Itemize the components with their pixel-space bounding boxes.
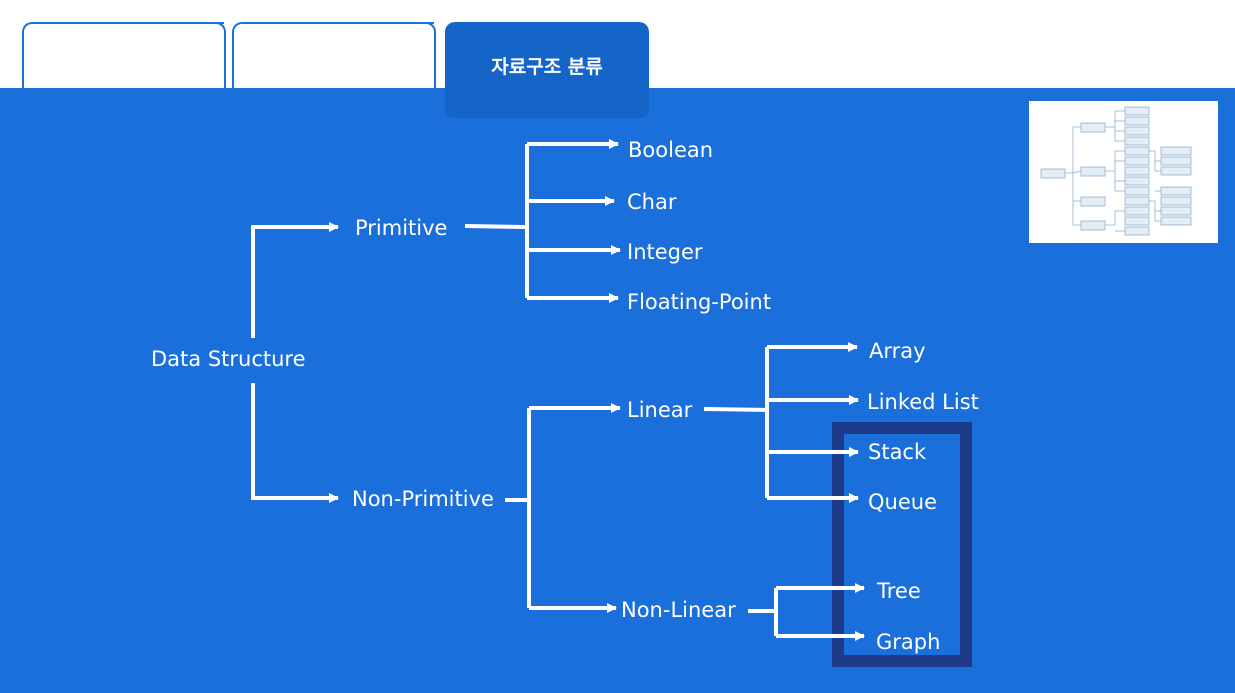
thumbnail-image bbox=[1040, 106, 1192, 236]
node-integer: Integer bbox=[627, 240, 703, 264]
edge-primitive-stem bbox=[464, 224, 528, 229]
node-non-primitive: Non-Primitive bbox=[352, 487, 494, 511]
node-linear: Linear bbox=[627, 398, 693, 422]
tab-notch bbox=[104, 22, 224, 38]
node-stack: Stack bbox=[868, 440, 927, 464]
node-graph: Graph bbox=[876, 630, 940, 654]
node-data-structure: Data Structure bbox=[151, 347, 306, 371]
node-boolean: Boolean bbox=[628, 138, 713, 162]
node-tree: Tree bbox=[876, 579, 921, 603]
node-floating-point: Floating-Point bbox=[627, 290, 771, 314]
node-char: Char bbox=[627, 190, 677, 214]
node-non-linear: Non-Linear bbox=[621, 598, 736, 622]
node-primitive: Primitive bbox=[355, 216, 447, 240]
edge-root-non-primitive bbox=[251, 383, 339, 503]
highlight-box bbox=[832, 422, 972, 667]
node-queue: Queue bbox=[868, 490, 937, 514]
node-array: Array bbox=[869, 339, 926, 363]
tab-label: 자료구조 분류 bbox=[491, 56, 603, 78]
tab-bar: 자료구조 분류 bbox=[0, 0, 1235, 118]
tab-2[interactable] bbox=[232, 22, 436, 90]
tab-1[interactable] bbox=[22, 22, 226, 90]
edge-linear-stem bbox=[703, 407, 768, 412]
tab-data-structure-classification[interactable]: 자료구조 분류 bbox=[445, 22, 649, 118]
connector-lines bbox=[251, 139, 865, 641]
diagram-thumbnail bbox=[1029, 101, 1218, 243]
tab-notch bbox=[314, 22, 434, 38]
node-linked-list: Linked List bbox=[867, 390, 979, 414]
edge-root-primitive bbox=[251, 222, 339, 338]
